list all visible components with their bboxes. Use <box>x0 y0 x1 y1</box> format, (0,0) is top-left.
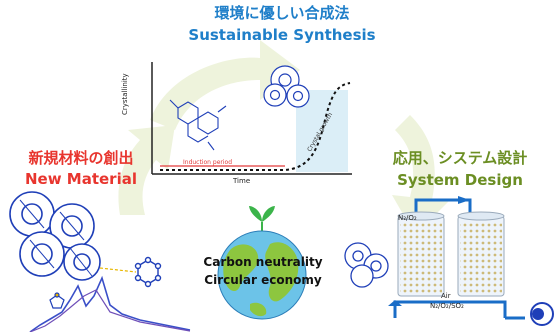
new-material-title-en: New Material <box>24 170 137 188</box>
new-material-title-jp: 新規材料の創出 <box>28 149 134 167</box>
zeolite-framework-icon <box>9 191 101 281</box>
crystallinity-curve <box>160 82 351 171</box>
carbon-neutrality-text: Carbon neutrality <box>203 255 323 269</box>
graph-y-label: Crystallinity <box>121 73 129 115</box>
system-design-title-en: System Design <box>397 171 523 189</box>
adsorption-columns-icon <box>388 196 554 326</box>
crystallinity-graph <box>151 62 352 175</box>
circular-economy-text: Circular economy <box>204 273 322 287</box>
column-inlet-label-2: N₂/O₂/SO₂ <box>430 302 464 310</box>
spectrum-plot-icon <box>29 275 191 332</box>
sustainable-title-jp: 環境に優しい合成法 <box>214 4 350 22</box>
column-inlet-label-1: Air <box>441 292 451 300</box>
system-design-title-jp: 応用、システム設計 <box>392 149 528 167</box>
zeolite-small-icon <box>263 65 310 108</box>
column-outlet-label: N₂/O₂ <box>398 214 417 222</box>
zeolite-right-icon <box>344 242 389 288</box>
cycle-arrows-icon <box>118 40 450 235</box>
precursor-molecule-icon <box>169 99 227 151</box>
hexagon-molecule-icon <box>99 256 162 288</box>
small-ring-icon <box>49 292 65 309</box>
sustainable-title-en: Sustainable Synthesis <box>188 26 376 44</box>
globe-icon <box>217 206 307 320</box>
induction-period-label: Induction period <box>183 159 232 166</box>
graph-x-label: Time <box>233 177 251 185</box>
